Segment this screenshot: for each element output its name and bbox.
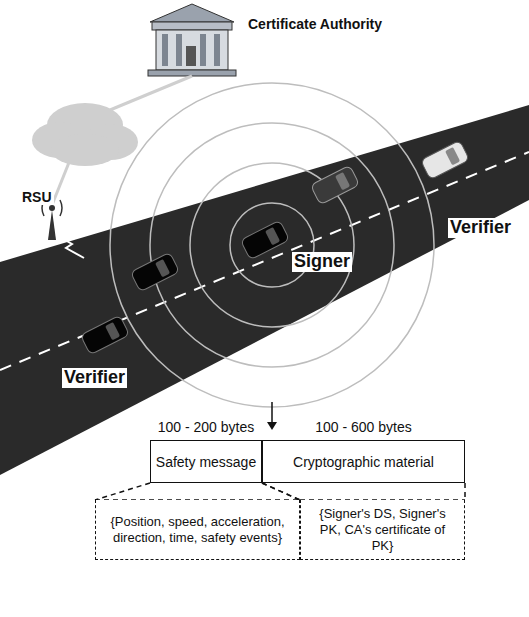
dashed-connector bbox=[95, 483, 300, 500]
pointer-arrow bbox=[271, 402, 273, 424]
message-field: 100 - 600 bytesCryptographic material bbox=[262, 440, 465, 483]
vehicle-label: Verifier bbox=[62, 368, 127, 388]
wire bbox=[52, 160, 70, 205]
network-cloud bbox=[32, 103, 138, 166]
vehicle-label: Signer bbox=[292, 252, 352, 272]
content-box: {Position, speed, acceleration, directio… bbox=[95, 500, 300, 560]
box-text: {Signer's DS, Signer's PK, CA's certific… bbox=[309, 506, 456, 554]
entity-label: RSU bbox=[20, 190, 54, 205]
dashed-connector bbox=[262, 483, 465, 500]
range-circles bbox=[110, 83, 434, 407]
car bbox=[420, 140, 469, 180]
car bbox=[130, 252, 179, 292]
size-heading: 100 - 200 bytes bbox=[158, 419, 255, 435]
car bbox=[80, 315, 129, 355]
vehicle-label: Verifier bbox=[448, 218, 513, 238]
box-text: Safety message bbox=[156, 454, 256, 470]
lane-marking bbox=[0, 152, 529, 370]
box-text: Cryptographic material bbox=[293, 454, 434, 470]
message-field: 100 - 200 bytesSafety message bbox=[150, 440, 262, 483]
arrow-head bbox=[267, 422, 277, 430]
entity-label: Certificate Authority bbox=[246, 17, 384, 32]
rsu-antenna bbox=[42, 200, 84, 258]
wire bbox=[110, 76, 192, 110]
road bbox=[0, 105, 529, 475]
car bbox=[240, 220, 289, 260]
content-box: {Signer's DS, Signer's PK, CA's certific… bbox=[300, 500, 465, 560]
building-icon bbox=[148, 4, 236, 76]
car bbox=[310, 165, 359, 205]
box-text: {Position, speed, acceleration, directio… bbox=[104, 514, 291, 546]
size-heading: 100 - 600 bytes bbox=[315, 419, 412, 435]
